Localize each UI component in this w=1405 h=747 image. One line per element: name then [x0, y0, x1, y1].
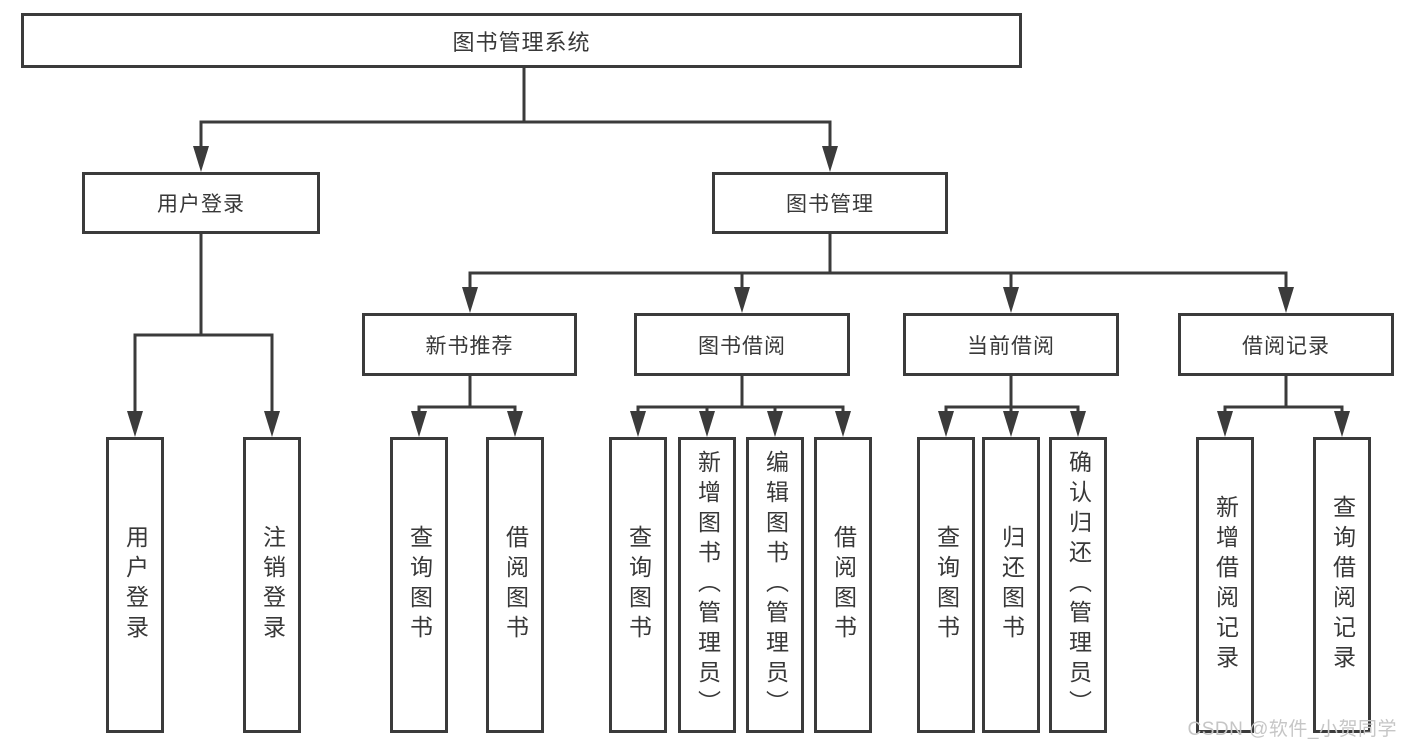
node-label: 确认归还（管理员）: [1065, 450, 1092, 720]
node-leaf-add-borrow-record: 新增借阅记录: [1196, 437, 1254, 733]
node-label: 查询图书: [933, 525, 960, 645]
node-leaf-query-books-current: 查询图书: [917, 437, 975, 733]
node-leaf-borrow-books: 借阅图书: [814, 437, 872, 733]
node-borrowing-records: 借阅记录: [1178, 313, 1394, 376]
node-label: 图书借阅: [698, 334, 786, 358]
node-leaf-confirm-return-admin: 确认归还（管理员）: [1049, 437, 1107, 733]
node-leaf-add-books-admin: 新增图书（管理员）: [678, 437, 736, 733]
node-label: 注销登录: [259, 525, 286, 645]
node-leaf-query-borrow-record: 查询借阅记录: [1313, 437, 1371, 733]
node-label: 新增图书（管理员）: [694, 450, 721, 720]
node-label: 查询借阅记录: [1329, 495, 1356, 675]
node-label: 图书管理系统: [452, 29, 591, 55]
node-leaf-query-books-borrow: 查询图书: [609, 437, 667, 733]
node-label: 新增借阅记录: [1212, 495, 1239, 675]
node-new-book-recommendation: 新书推荐: [362, 313, 577, 376]
node-label: 新书推荐: [425, 334, 514, 358]
node-label: 借阅记录: [1242, 334, 1330, 358]
node-label: 借阅图书: [830, 525, 857, 645]
node-user-login: 用户登录: [82, 172, 320, 234]
node-current-borrowing: 当前借阅: [903, 313, 1119, 376]
node-leaf-return-books: 归还图书: [982, 437, 1040, 733]
node-label: 编辑图书（管理员）: [762, 450, 789, 720]
node-label: 用户登录: [157, 193, 245, 216]
watermark-text: CSDN @软件_小贺同学: [1187, 719, 1397, 740]
node-label: 借阅图书: [502, 525, 529, 645]
node-leaf-borrow-books-recommend: 借阅图书: [486, 437, 544, 733]
node-label: 用户登录: [122, 525, 149, 645]
node-label: 查询图书: [625, 525, 652, 645]
node-book-borrowing: 图书借阅: [634, 313, 850, 376]
node-label: 图书管理: [786, 193, 874, 216]
node-label: 查询图书: [406, 525, 433, 645]
node-leaf-user-login: 用户登录: [106, 437, 164, 733]
node-library-management-system: 图书管理系统: [21, 13, 1022, 68]
node-label: 归还图书: [998, 525, 1025, 645]
node-leaf-edit-books-admin: 编辑图书（管理员）: [746, 437, 804, 733]
node-leaf-logout: 注销登录: [243, 437, 301, 733]
node-leaf-query-books-recommend: 查询图书: [390, 437, 448, 733]
node-book-management: 图书管理: [712, 172, 948, 234]
node-label: 当前借阅: [967, 334, 1055, 358]
